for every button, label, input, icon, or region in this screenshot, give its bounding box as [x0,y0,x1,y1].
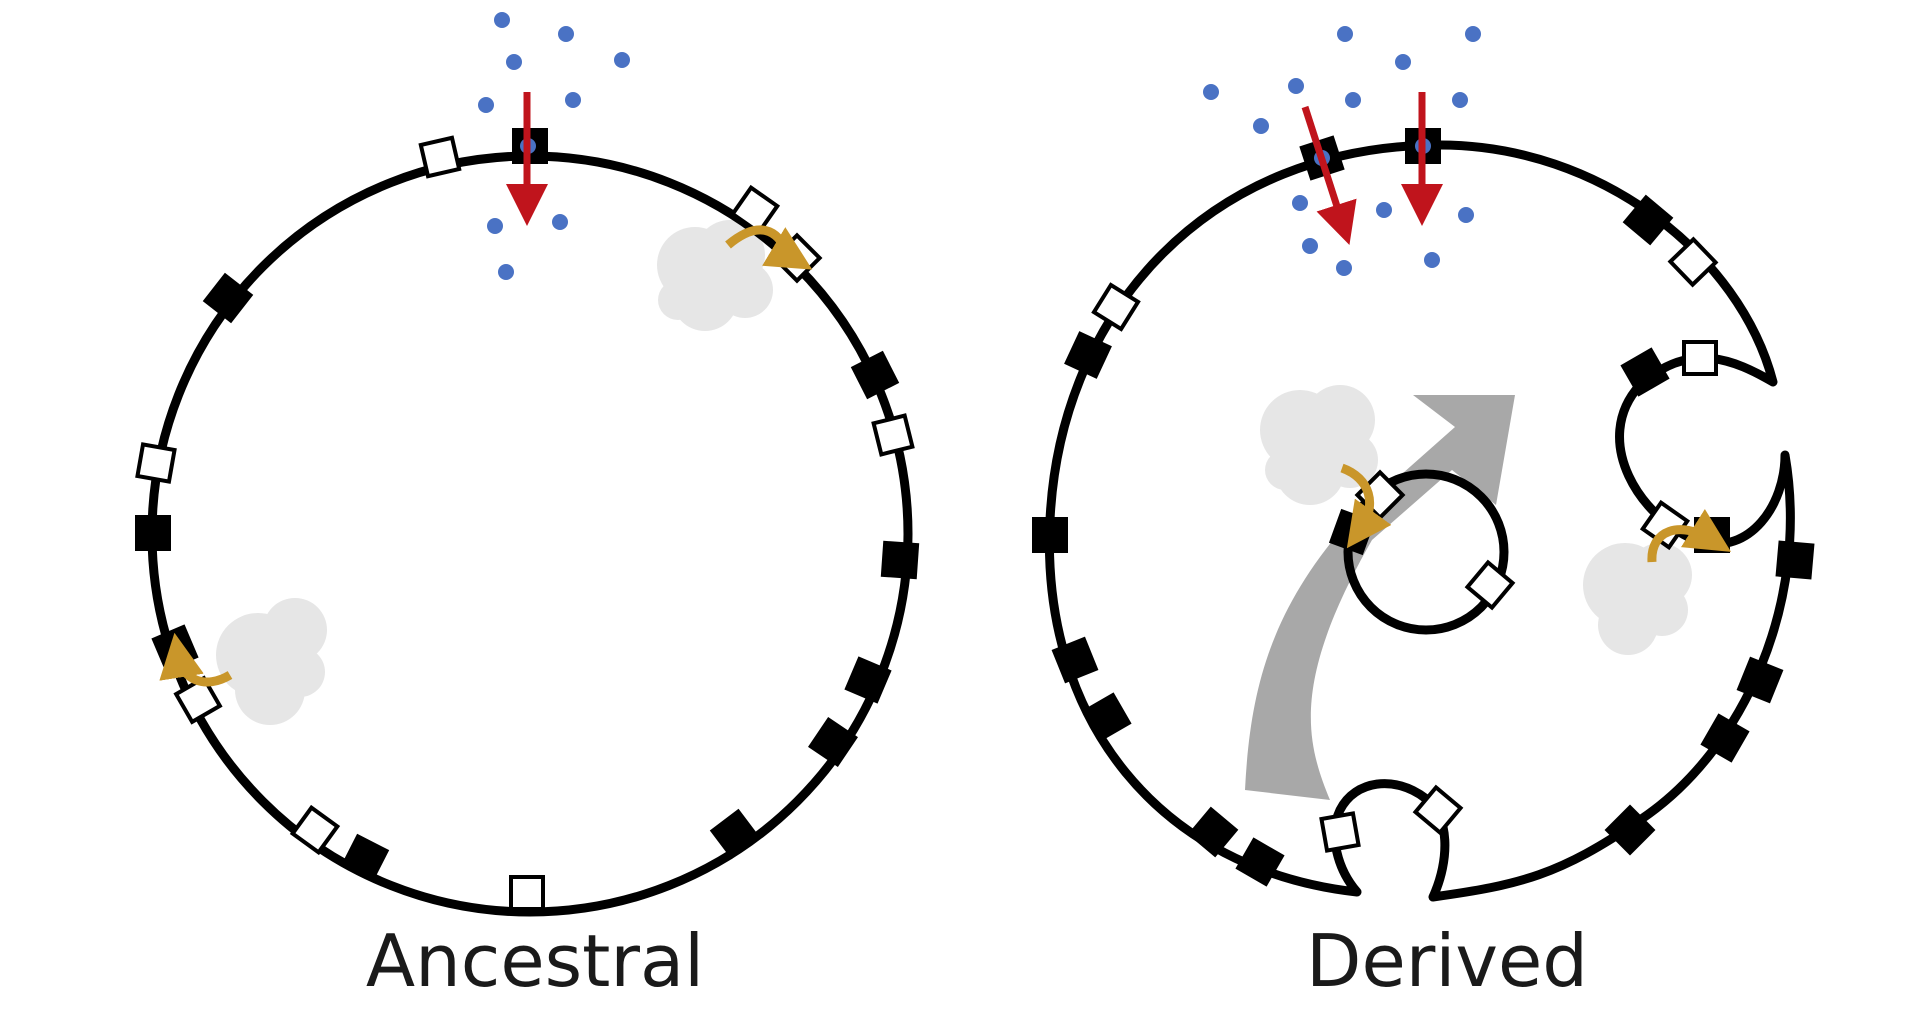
secretion-arrow [725,225,813,270]
transporter-inactive [135,442,177,484]
transporter-active [844,656,892,704]
ancestral-caption: Ancestral [365,919,705,1003]
transporter-active [1736,656,1784,704]
secretion-arrow [1647,508,1732,563]
transporter-active [340,833,390,883]
ancestral-cell [135,12,920,917]
transporter-inactive [1091,282,1141,332]
secretion-arrow [159,632,233,687]
transporter-active [1082,692,1132,742]
secretion-arrow [1340,463,1392,549]
transporter-inactive [418,135,462,179]
transporter-inactive [1412,784,1464,836]
transporter-active [1700,713,1750,763]
transporter-inactive [173,675,223,725]
secretion-cloud [1260,385,1378,505]
internal-vesicle [1343,469,1509,635]
transporter-inactive [1464,559,1516,611]
transporter-active [1187,806,1239,858]
transporter-active [709,808,761,860]
transporter-inactive [289,804,341,856]
transporter-active [135,515,171,551]
transporter-active [1235,837,1285,887]
transporter-active [1032,517,1068,553]
nutrient-molecules [478,12,630,280]
derived-cell [1032,26,1815,902]
transporter-active [880,540,920,580]
transporter-active [1064,331,1112,379]
transporter-active [1775,540,1815,580]
transporter-inactive [1682,340,1718,376]
transporter-inactive [1319,811,1361,853]
transporter-active [202,272,254,324]
uptake-arrow [1301,105,1357,245]
transporter-inactive [1667,236,1719,288]
transporter-active [1622,194,1674,246]
transporter-active [1604,804,1656,856]
transporter-inactive [871,413,915,457]
transporter-active [808,717,858,767]
secretion-cloud [1583,543,1692,655]
transporter-active [151,624,199,672]
transporter-active [1620,347,1670,397]
transporter-inactive [509,875,545,911]
derived-caption: Derived [1306,919,1588,1003]
transporter-inactive [729,184,781,236]
transition-arrow [1245,395,1515,800]
transporter-active [850,350,900,400]
secretion-cloud [657,220,773,331]
cell-membrane [1044,140,1795,902]
secretion-cloud [216,598,327,725]
transporter-active [1051,636,1099,684]
